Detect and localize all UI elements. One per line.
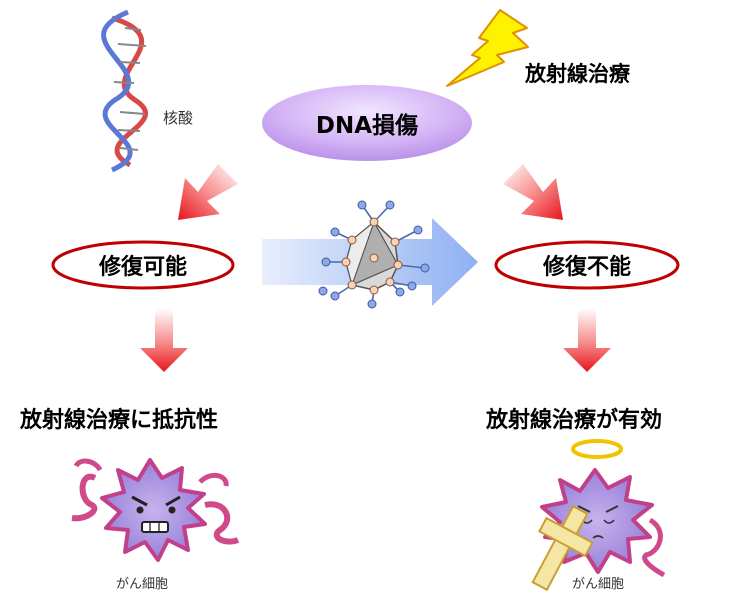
unrepairable-ellipse — [494, 240, 680, 290]
unrepairable-label: 修復不能 — [542, 255, 631, 280]
lightning-bolt-icon — [446, 9, 529, 87]
radiation-label: 放射線治療 — [525, 62, 630, 86]
repairable-label: 修復可能 — [98, 255, 187, 280]
dna-damage-label: DNA損傷 — [315, 113, 419, 139]
arrow-to-resistant — [140, 308, 188, 372]
molecule-icon — [318, 200, 430, 309]
arrow-to-effective — [563, 308, 611, 372]
dna-damage-ellipse — [262, 85, 472, 161]
arrow-to-repairable — [178, 164, 238, 220]
cancer-cell-left-caption: がん細胞 — [116, 577, 169, 592]
repairable-ellipse — [51, 240, 235, 290]
dna-caption: 核酸 — [163, 109, 194, 127]
dna-helix-icon — [101, 9, 148, 173]
resistant-result-label: 放射線治療に抵抗性 — [20, 408, 219, 433]
effective-result-label: 放射線治療が有効 — [486, 408, 663, 433]
cancer-cell-dead-icon — [531, 439, 666, 592]
cancer-cell-resistant-icon — [71, 458, 240, 562]
cancer-cell-right-caption: がん細胞 — [572, 577, 625, 592]
arrow-to-unrepairable — [503, 164, 563, 220]
